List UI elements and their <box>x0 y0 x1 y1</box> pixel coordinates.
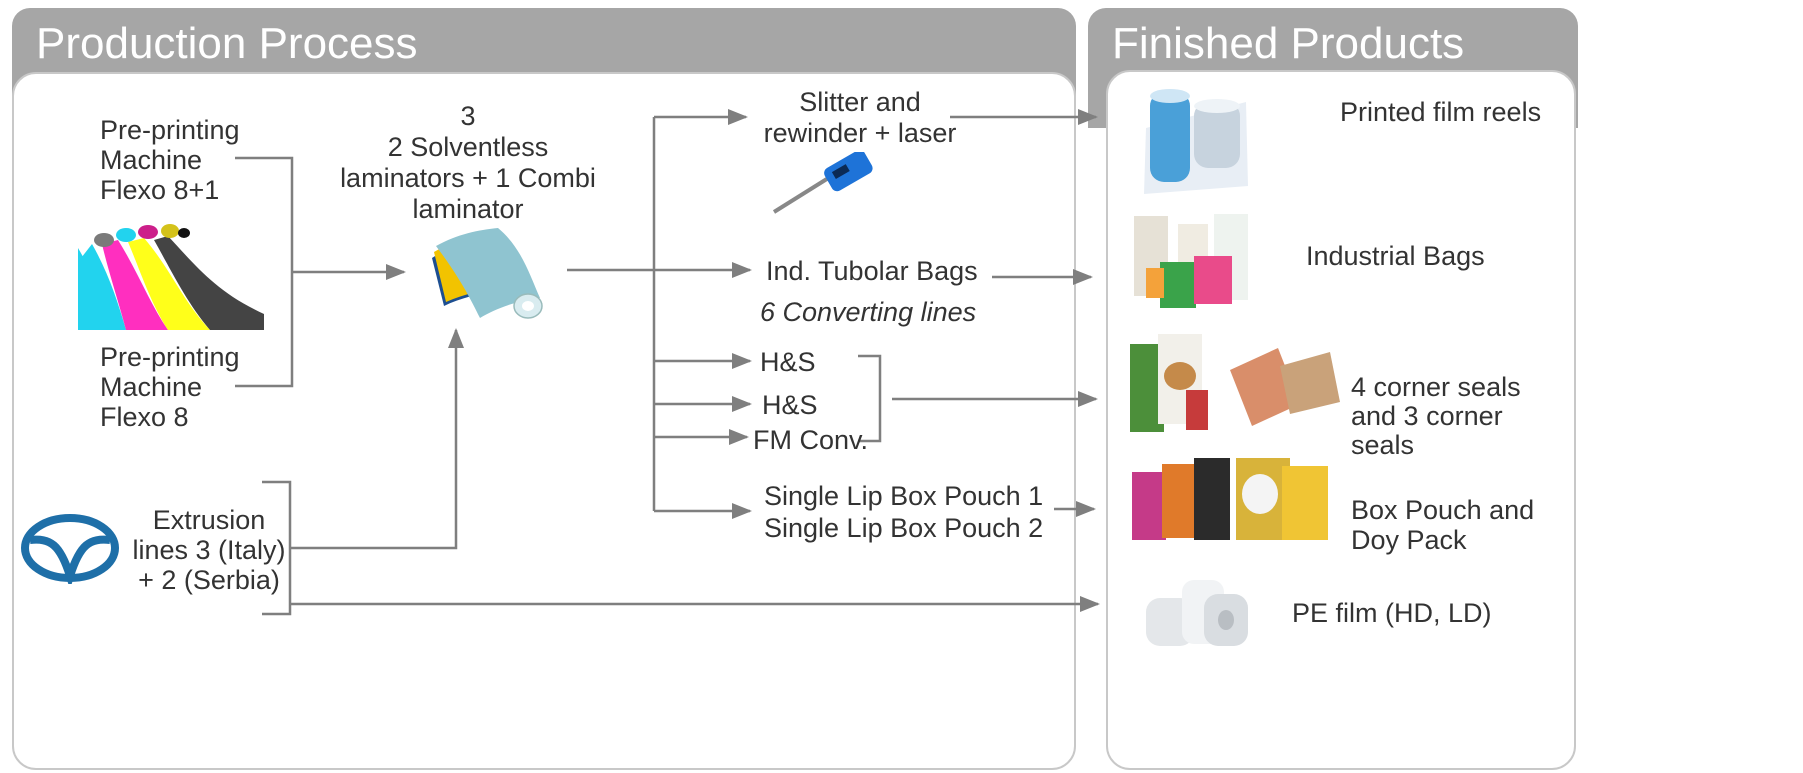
product-pe-label: PE film (HD, LD) <box>1292 598 1492 628</box>
corner-seals-image <box>1130 334 1340 432</box>
converting-lines-note: 6 Converting lines <box>760 297 977 327</box>
box-pouch1-label: Single Lip Box Pouch 1 <box>764 481 1044 511</box>
extrusion-line3: + 2 (Serbia) <box>138 565 280 595</box>
product-seals-line3: seals <box>1351 430 1415 460</box>
product-box-line2: Doy Pack <box>1351 525 1467 555</box>
hs1-label: H&S <box>760 347 816 377</box>
laser-tool-image <box>772 152 873 214</box>
box-pouch2-label: Single Lip Box Pouch 2 <box>764 513 1044 543</box>
production-panel <box>12 72 1076 770</box>
product-reels-label: Printed film reels <box>1340 97 1542 127</box>
laminators-line1: 3 <box>460 101 476 131</box>
laminators-line4: laminator <box>412 194 524 224</box>
film-reels-image <box>1144 89 1248 194</box>
preprint1-line3: Flexo 8+1 <box>100 175 220 205</box>
product-bags-label: Industrial Bags <box>1306 241 1485 271</box>
laminators-line2: 2 Solventless <box>387 132 549 162</box>
hs2-label: H&S <box>762 390 818 420</box>
preprint1-line1: Pre-printing <box>100 115 240 145</box>
industrial-bags-image <box>1134 214 1248 308</box>
preprint2-line3: Flexo 8 <box>100 402 189 432</box>
company-logo <box>21 514 119 584</box>
preprint2-line2: Machine <box>100 372 203 402</box>
preprint1-line2: Machine <box>100 145 203 175</box>
slitter-line2: rewinder + laser <box>763 118 957 148</box>
laminators-line3: laminators + 1 Combi <box>340 163 596 193</box>
slitter-line1: Slitter and <box>799 87 921 117</box>
production-title: Production Process <box>36 19 418 68</box>
arrow-extrusion-up <box>290 328 464 550</box>
hs-bracket <box>858 354 882 443</box>
product-seals-line2: and 3 corner <box>1351 401 1503 431</box>
product-seals-line1: 4 corner seals <box>1351 372 1521 402</box>
tubolar-bags-label: Ind. Tubolar Bags <box>766 256 978 286</box>
finished-title: Finished Products <box>1112 19 1465 68</box>
extrusion-line1: Extrusion <box>152 505 266 535</box>
pe-film-image <box>1146 580 1248 646</box>
ink-paint-image <box>78 224 264 330</box>
product-box-line1: Box Pouch and <box>1351 495 1535 525</box>
preprint2-line1: Pre-printing <box>100 342 240 372</box>
fm-conv-label: FM Conv. <box>753 425 869 455</box>
laminated-film-image <box>432 228 543 319</box>
extrusion-line2: lines 3 (Italy) <box>132 535 286 565</box>
box-pouch-image <box>1132 458 1328 540</box>
